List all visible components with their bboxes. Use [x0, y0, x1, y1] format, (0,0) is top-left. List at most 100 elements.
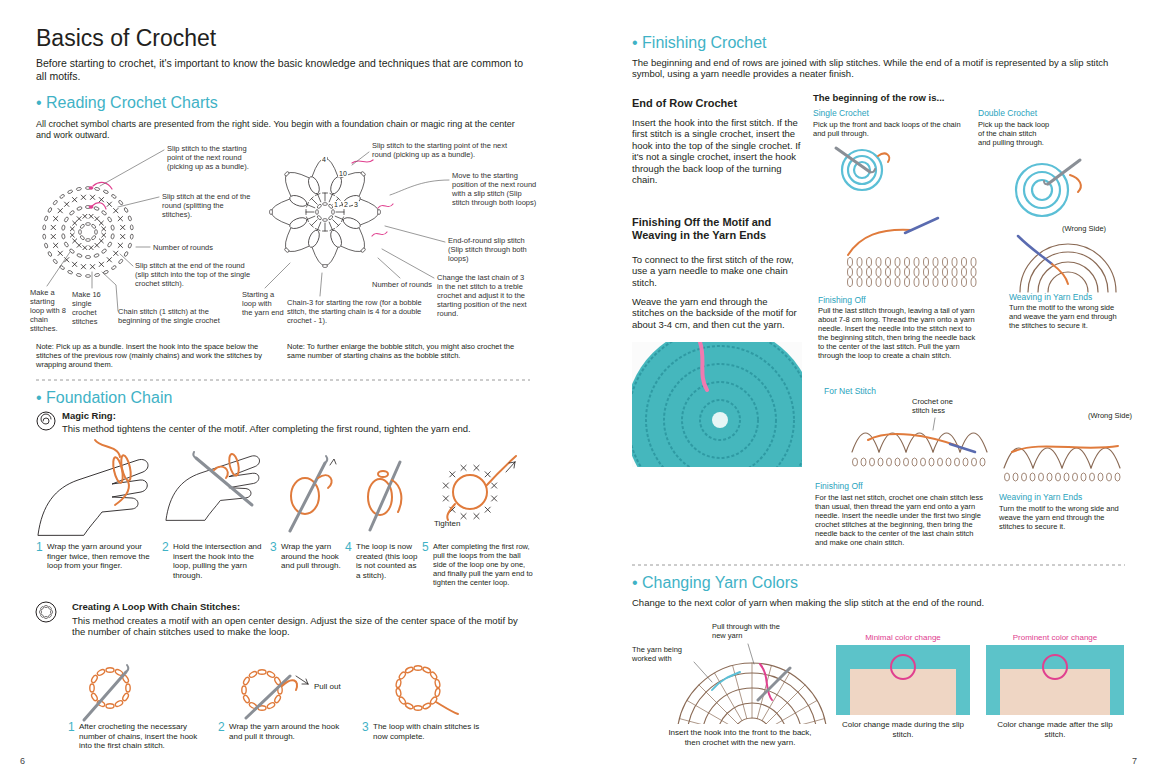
chain-stitch-symbol	[107, 241, 112, 247]
stitch-symbol	[876, 278, 881, 287]
leader-line	[694, 662, 712, 682]
net-chain-arch	[1004, 448, 1033, 468]
annotation: Chain-3 for starting the row (for a bobb…	[287, 298, 427, 325]
leader-line	[748, 644, 754, 664]
crochet-hook	[1048, 160, 1080, 184]
body-text: To connect to the first stitch of the ro…	[632, 254, 802, 288]
stitch-symbol	[1047, 473, 1052, 481]
arrow-mark	[330, 459, 336, 465]
hand-drawing	[166, 456, 260, 520]
bobble-stitch-symbol	[288, 215, 308, 230]
yarn-needle	[950, 444, 975, 452]
single-crochet-symbol	[51, 195, 125, 269]
stitch-symbol	[1115, 473, 1120, 481]
yarn-tail	[282, 680, 297, 690]
note: Note: To further enlarge the bobble stit…	[287, 342, 532, 360]
body-text: Insert the hook into the first stitch. I…	[632, 117, 802, 185]
description-text: (Wrong Side)	[1062, 224, 1106, 233]
line-art	[378, 204, 393, 208]
chain-stitch-symbol	[47, 207, 52, 213]
chain-stitch-symbol	[85, 256, 90, 259]
yarn-needle	[1018, 236, 1052, 264]
annotation: Change the last chain of 3 in the net st…	[437, 273, 532, 318]
stitch-symbol	[905, 268, 910, 277]
stitch-symbol	[952, 278, 957, 287]
stitch-round	[1016, 164, 1068, 216]
arrow-mark	[506, 462, 515, 472]
chain-stitch-symbol	[114, 700, 123, 708]
single-crochet-symbol	[70, 214, 105, 249]
intro-text: Before starting to crochet, it's importa…	[36, 57, 531, 82]
chain-stitch-symbol	[107, 216, 112, 222]
body-text: This method tightens the center of the m…	[62, 423, 532, 434]
net-chain-arch	[285, 228, 308, 251]
chain-stitch-symbol	[434, 688, 440, 697]
chain-stitch-symbol	[69, 248, 75, 254]
highlight-circle	[891, 655, 915, 679]
chain-stitch-symbol	[429, 671, 437, 680]
chain-stitch-symbol	[242, 686, 246, 694]
chain-stitch-symbol	[360, 247, 366, 253]
yarn-tail	[214, 467, 228, 478]
step-number: 4	[345, 540, 352, 554]
chain-stitch-symbol	[118, 200, 123, 206]
chart-number: 10	[338, 170, 348, 177]
bobble-stitch-symbol	[342, 215, 362, 230]
body-text: Weave the yarn end through the stitches …	[632, 296, 802, 330]
net-chain-arch	[1033, 448, 1062, 468]
chain-stitch-symbol	[94, 273, 99, 277]
leader-line	[320, 273, 322, 296]
stitch-symbol	[962, 268, 967, 277]
crochet-hook	[246, 676, 290, 718]
chain-stitch-symbol	[76, 206, 82, 211]
page-number: 7	[1132, 756, 1137, 767]
chain-stitch-symbol	[130, 225, 133, 230]
crochet-hook	[1044, 181, 1048, 184]
chain-stitch-symbol	[266, 671, 275, 679]
chain-stitch-symbol	[405, 666, 414, 673]
stitch-symbol	[943, 268, 948, 277]
chain-stitch-symbol	[76, 253, 82, 258]
chain-stitch-symbol	[40, 610, 42, 614]
body-text: All crochet symbol charts are presented …	[36, 119, 531, 141]
yarn-loop	[378, 471, 388, 477]
annotation: Move to the starting position of the nex…	[452, 171, 537, 207]
bobble-stitch-symbol	[288, 193, 308, 208]
stitch-round	[682, 382, 758, 458]
chain-stitch-symbol	[126, 684, 130, 692]
page-number: 6	[20, 756, 25, 767]
stitch-symbol	[1013, 473, 1018, 481]
stitch-symbol	[857, 278, 862, 287]
line-art	[93, 182, 112, 189]
stitch-symbol	[933, 278, 938, 287]
stitch-symbol	[895, 278, 900, 287]
chain-stitch-symbol	[111, 194, 117, 199]
chain-stitch-symbol	[124, 251, 129, 257]
chain-stitch-symbol	[103, 190, 109, 195]
annotation: Make 16 single crochet stitches	[72, 290, 112, 326]
teal-subheading: For Net Stitch	[824, 386, 876, 396]
chain-stitch-symbol	[40, 606, 44, 610]
chain-stitch-symbol	[316, 210, 319, 215]
chain-stitch-symbol	[43, 234, 46, 239]
stitch-symbol	[876, 258, 881, 267]
stitch-symbol	[924, 258, 929, 267]
stitch-symbol	[1030, 473, 1035, 481]
stitch-round	[677, 663, 827, 724]
chain-stitch-symbol	[106, 704, 114, 708]
stitch-symbol	[870, 458, 875, 466]
chain-stitch-symbol	[44, 216, 48, 222]
bobble-stitch-symbol	[306, 229, 321, 249]
chain-stitch-symbol	[128, 243, 132, 249]
leader-line	[933, 418, 935, 430]
chain-stitch-symbol	[80, 224, 85, 229]
stitch-symbol	[955, 458, 960, 466]
leader-line	[385, 226, 445, 242]
chain-stitch-symbol	[270, 210, 273, 215]
chain-stitch-symbol	[59, 194, 65, 199]
section-heading: • Finishing Crochet	[632, 33, 767, 52]
subheading: Finishing Off the Motif and Weaving in t…	[632, 216, 812, 242]
chain-stitch-symbol	[95, 230, 98, 235]
chain-stitch-symbol	[122, 692, 130, 701]
chain-stitch-symbol	[76, 273, 81, 277]
